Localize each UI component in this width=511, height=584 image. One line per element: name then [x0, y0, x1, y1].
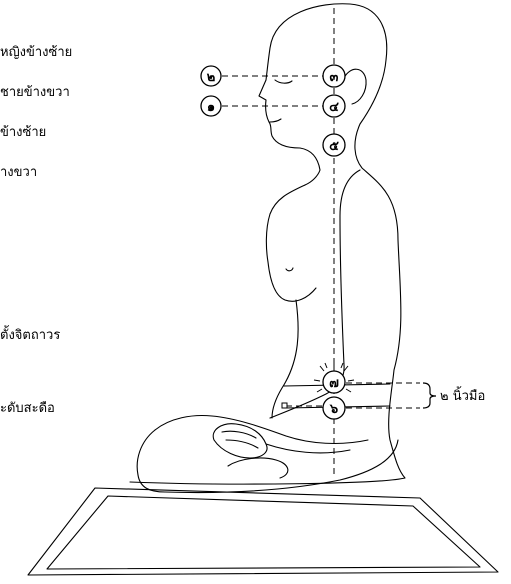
ear: [344, 69, 366, 104]
eye: [275, 80, 292, 83]
neck-line: [305, 170, 320, 185]
measure-brace: [423, 383, 436, 408]
chest: [268, 262, 316, 301]
arm-inner: [272, 300, 298, 418]
marker-3: ๓: [323, 65, 345, 87]
knee-top: [155, 416, 368, 444]
face-profile: [259, 48, 320, 170]
shoulder: [266, 185, 305, 262]
upper-arm: [270, 170, 360, 418]
thigh: [266, 444, 350, 453]
marker-1: ๑: [201, 96, 221, 116]
svg-text:๕: ๕: [329, 139, 339, 154]
marker-7: ๗: [323, 371, 345, 393]
svg-text:๓: ๓: [330, 70, 339, 85]
nipple: [286, 268, 293, 271]
marker-6: ๖: [323, 397, 345, 419]
meditation-mat: [28, 488, 498, 575]
waist-square: [282, 403, 287, 408]
foot: [228, 458, 288, 478]
svg-text:๒: ๒: [207, 70, 216, 85]
marker-5: ๕: [323, 134, 345, 156]
marker-2: ๒: [201, 66, 221, 86]
fingers: [222, 431, 258, 448]
svg-text:๔: ๔: [329, 100, 339, 115]
measure-label: ๒ นิ้วมือ: [440, 389, 485, 405]
svg-text:๑: ๑: [207, 100, 215, 115]
mouth: [270, 119, 281, 122]
svg-text:๖: ๖: [329, 402, 338, 417]
svg-text:๗: ๗: [329, 376, 339, 391]
marker-4: ๔: [323, 95, 345, 117]
